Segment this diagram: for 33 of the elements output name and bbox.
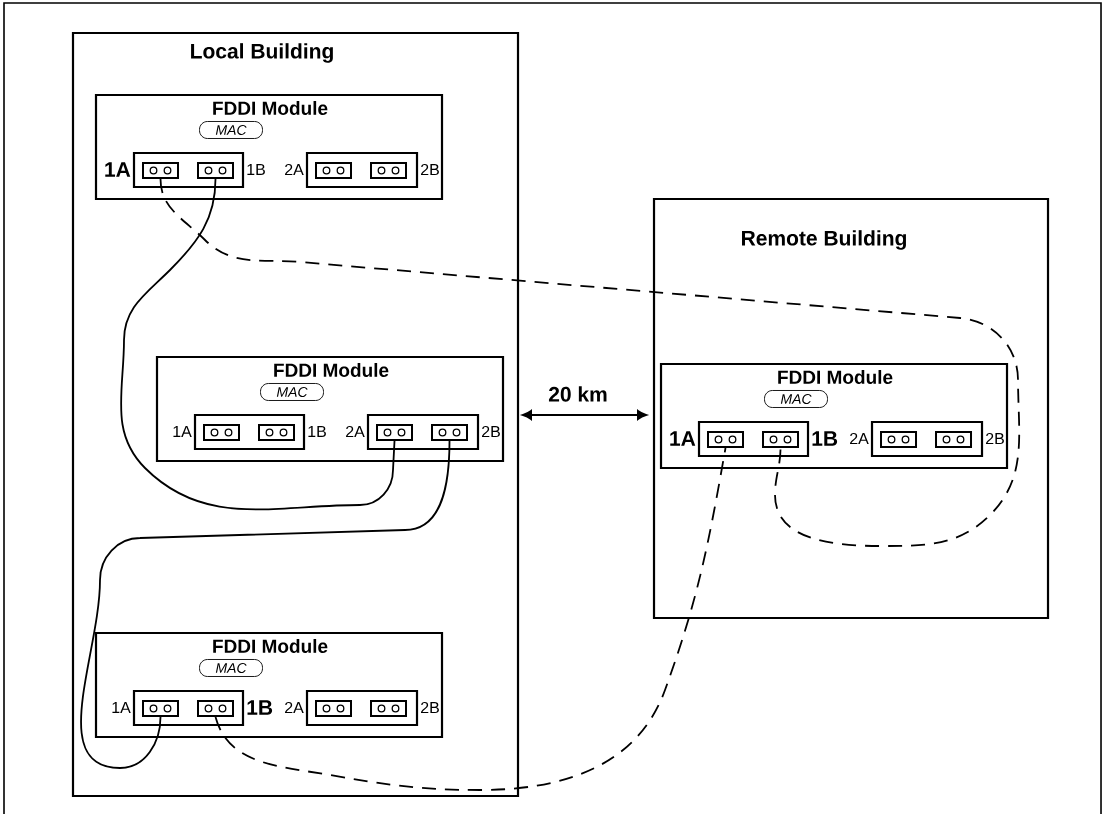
connector-box (193, 413, 306, 451)
connector-box (305, 151, 419, 189)
distance-label: 20 km (548, 386, 607, 402)
connector-box (697, 420, 810, 458)
port-label: 1A (173, 426, 192, 437)
connector-box (132, 689, 245, 727)
port-label: 2B (421, 163, 439, 176)
port-label: 1A (105, 162, 131, 177)
port-label: 1B (308, 426, 326, 437)
port-label: 2A (285, 163, 304, 176)
port-label: 2B (421, 701, 439, 714)
port-label: 2A (346, 425, 365, 438)
cable (214, 447, 727, 791)
mac-label: MAC (260, 383, 324, 401)
cable (159, 178, 1021, 547)
cable (120, 178, 396, 511)
port-label: 1A (670, 431, 696, 446)
mac-label: MAC (199, 659, 263, 677)
mac-label: MAC (764, 390, 828, 408)
connector-box (366, 413, 480, 451)
port-label: 2B (482, 425, 500, 438)
port-label: 1B (812, 431, 838, 446)
connector-box (870, 420, 984, 458)
cable (80, 440, 451, 769)
port-label: 1B (247, 164, 265, 175)
port-label: 2B (986, 432, 1004, 445)
connector-box (305, 689, 419, 727)
port-label: 1A (112, 702, 131, 713)
port-label: 1B (247, 700, 273, 715)
port-label: 2A (850, 432, 869, 445)
port-label: 2A (285, 701, 304, 714)
mac-label: MAC (199, 121, 263, 139)
connector-box (132, 151, 245, 189)
